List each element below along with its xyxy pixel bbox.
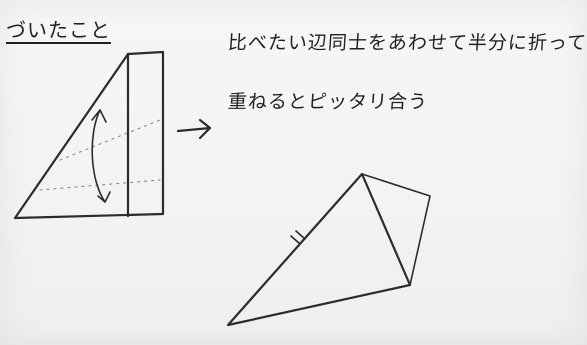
triangle-outline [13,50,165,220]
header-title: づいたこと [6,18,111,42]
fold-arrow-head-bottom [97,191,111,203]
right-arrow-icon [176,118,212,140]
equal-length-mark-icon [290,230,306,245]
fold-arrow-head-top [91,109,107,123]
dotted-line-2 [59,119,161,161]
dotted-line-1 [39,179,161,191]
folded-triangle-figure [13,50,165,220]
kite-main-outline [226,172,412,327]
kite-flap [361,173,431,286]
fold-arrow-icon [91,109,106,203]
folded-kite-figure [226,172,431,327]
